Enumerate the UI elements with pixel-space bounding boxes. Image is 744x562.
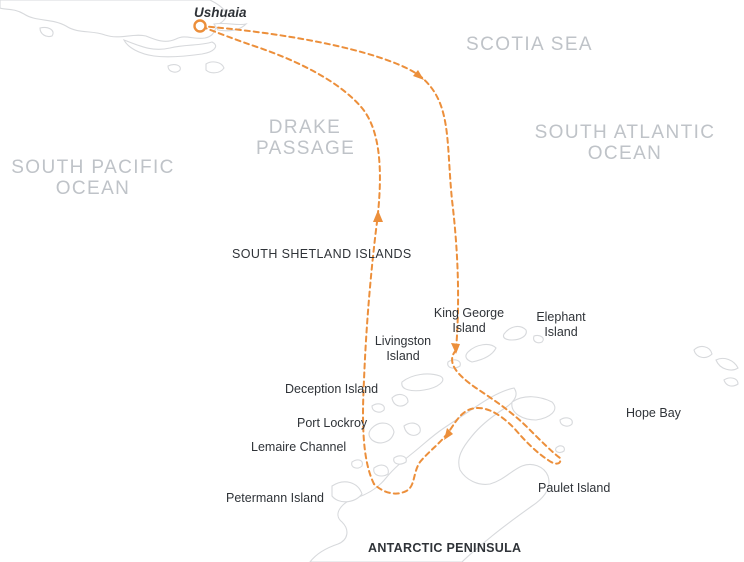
- elephant-line-2: Island: [544, 325, 578, 339]
- fuegian-islet-2: [167, 64, 181, 73]
- lemaire-channel-label: Lemaire Channel: [251, 440, 347, 454]
- drake-passage-line-1: DRAKE: [268, 117, 342, 138]
- route-arrow-drake: [373, 210, 383, 222]
- drake-passage-line-2: PASSAGE: [256, 138, 356, 160]
- route-peninsula-loop: [373, 349, 562, 495]
- livingston-line-2: Island: [386, 349, 420, 363]
- islet-nelson: [447, 359, 461, 369]
- route-return: [199, 25, 381, 485]
- fuegian-islet-3: [39, 26, 54, 38]
- islet-west-2: [373, 464, 389, 477]
- south-pacific-line-1: SOUTH PACIFIC: [11, 157, 175, 178]
- ushuaia-label: Ushuaia: [194, 5, 247, 20]
- king-george-island-label: King George Island: [426, 306, 512, 336]
- scotia-sea-line-1: SCOTIA SEA: [466, 34, 593, 55]
- south-orkney-2: [715, 357, 739, 371]
- islet-west-4: [351, 459, 363, 469]
- brabant-island: [403, 422, 421, 436]
- islet-smith: [371, 403, 385, 413]
- south-atlantic-line-2: OCEAN: [587, 143, 663, 165]
- antarctic-peninsula-label: ANTARCTIC PENINSULA: [368, 541, 522, 555]
- king-george-line-1: King George: [433, 306, 505, 320]
- king-george-island: [465, 343, 497, 363]
- south-atlantic-ocean-label: SOUTH ATLANTIC OCEAN: [530, 122, 720, 165]
- south-shetland-islands-label: SOUTH SHETLAND ISLANDS: [232, 247, 412, 261]
- livingston-line-1: Livingston: [374, 334, 432, 348]
- south-orkney-3: [723, 377, 739, 387]
- fuegian-islet-1: [205, 61, 225, 74]
- ushuaia-port-marker[interactable]: [193, 19, 207, 33]
- livingston-island-label: Livingston Island: [368, 334, 438, 364]
- route-arrow-scotia: [413, 70, 424, 80]
- elephant-island-label: Elephant Island: [530, 310, 592, 340]
- paulet-island-shape: [555, 445, 565, 453]
- elephant-island: [502, 325, 527, 341]
- tierra-del-fuego-south: [122, 38, 217, 58]
- south-pacific-line-2: OCEAN: [55, 178, 131, 200]
- livingston-island: [401, 373, 444, 392]
- route-outbound: [199, 25, 460, 351]
- islet-west-3: [393, 455, 407, 465]
- deception-island: [391, 393, 409, 407]
- anvers-island: [368, 422, 395, 444]
- route-arrow-lemaire: [444, 428, 453, 440]
- islet-west-1: [331, 481, 363, 503]
- elephant-line-1: Elephant: [536, 310, 586, 324]
- joinville-island: [511, 396, 556, 421]
- deception-island-label: Deception Island: [285, 382, 379, 396]
- dundee-island: [559, 417, 573, 427]
- south-pacific-ocean-label: SOUTH PACIFIC OCEAN: [10, 157, 176, 200]
- king-george-line-2: Island: [452, 321, 486, 335]
- paulet-island-label: Paulet Island: [538, 481, 611, 495]
- south-orkney-1: [693, 345, 713, 359]
- port-lockroy-label: Port Lockroy: [297, 416, 368, 430]
- south-atlantic-line-1: SOUTH ATLANTIC: [534, 122, 716, 143]
- drake-passage-label: DRAKE PASSAGE: [256, 117, 354, 160]
- petermann-island-label: Petermann Island: [226, 491, 324, 505]
- hope-bay-label: Hope Bay: [626, 406, 681, 420]
- route-arrow-king-george: [451, 343, 460, 354]
- scotia-sea-label: SCOTIA SEA: [466, 34, 593, 55]
- islet-clarence: [533, 334, 544, 344]
